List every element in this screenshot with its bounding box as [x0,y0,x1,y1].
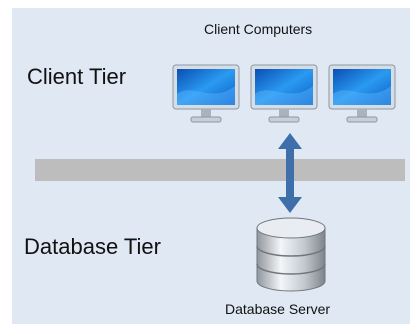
network-bar [35,159,405,181]
database-icon [254,217,328,293]
client-tier-label: Client Tier [27,64,127,89]
database-server-caption: Database Server [225,301,331,317]
client-computers-caption: Client Computers [204,21,313,37]
client-monitor-icon [328,64,398,126]
double-arrow-icon [278,133,302,213]
client-monitor-icon [250,64,320,126]
client-monitor-icon [172,64,242,126]
database-tier-label: Database Tier [24,234,161,259]
